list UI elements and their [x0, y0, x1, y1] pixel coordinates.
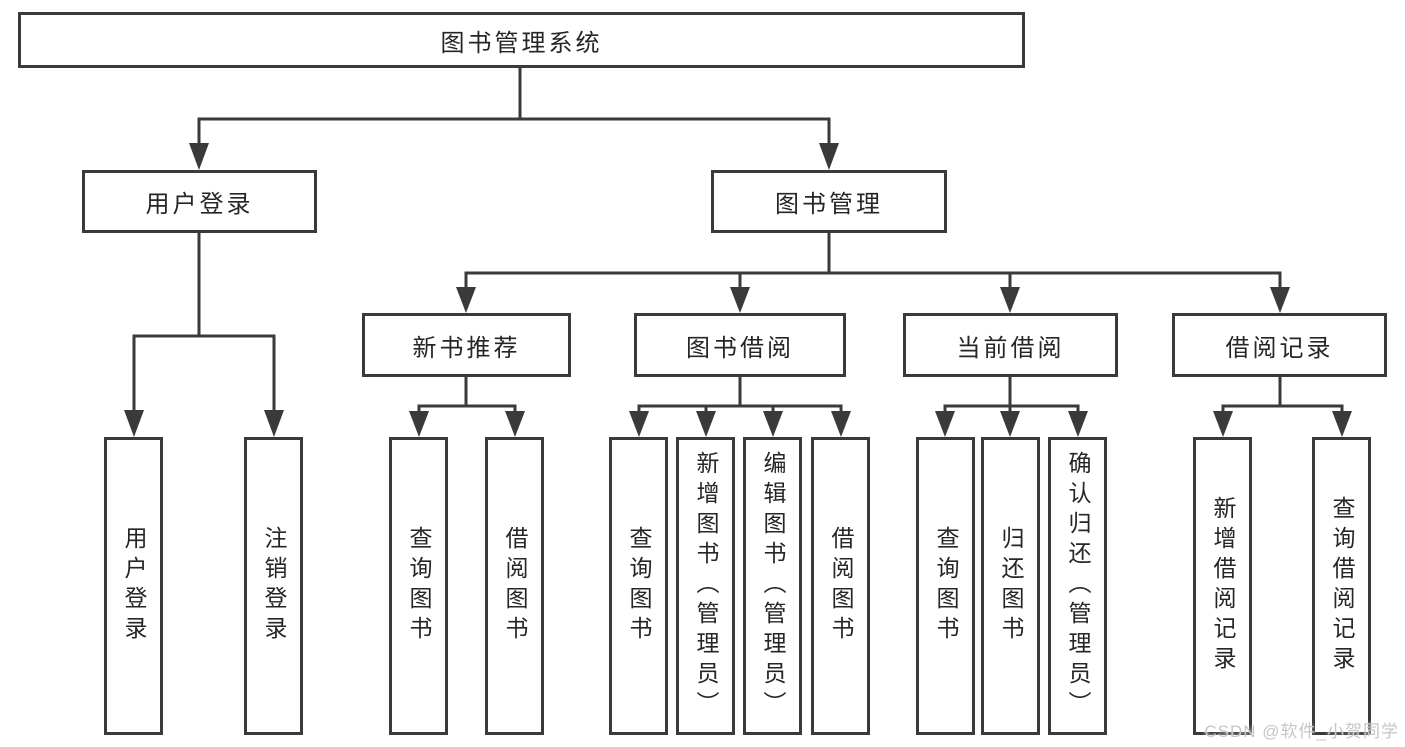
arrowhead-to-login-leaf [124, 410, 144, 437]
node-borrow-records: 借阅记录 [1172, 313, 1387, 377]
node-book-borrow: 图书借阅 [634, 313, 846, 377]
arrowhead-to-new-book-recommend [456, 287, 476, 313]
leaf-newrec-borrow-book: 借阅图书 [485, 437, 544, 735]
node-root-label: 图书管理系统 [440, 29, 603, 57]
node-book-management-label: 图书管理 [775, 191, 883, 218]
arrowhead-to-book-management [819, 143, 839, 170]
arrowhead-to-current-borrow [1000, 287, 1020, 313]
node-book-management: 图书管理 [711, 170, 947, 233]
node-new-book-recommend: 新书推荐 [362, 313, 571, 377]
leaf-user-login: 用户登录 [104, 437, 163, 735]
leaf-current-return-book: 归还图书 [981, 437, 1040, 735]
node-borrow-records-label: 借阅记录 [1225, 334, 1334, 362]
edges-borrow-records [1213, 374, 1352, 437]
edges-new-book-recommend [409, 374, 525, 437]
leaf-records-query-record: 查询借阅记录 [1312, 437, 1371, 735]
leaf-borrow-query-book: 查询图书 [609, 437, 668, 735]
leaf-newrec-query-book: 查询图书 [389, 437, 448, 735]
arrowhead-to-borrow-records [1270, 287, 1290, 313]
node-book-borrow-label: 图书借阅 [686, 334, 794, 362]
leaf-current-query-book: 查询图书 [916, 437, 975, 735]
node-current-borrow-label: 当前借阅 [956, 334, 1065, 362]
node-current-borrow: 当前借阅 [903, 313, 1118, 377]
arrowhead-to-book-borrow [730, 287, 750, 313]
leaf-current-confirm-return-admin: 确认归还（管理员） [1048, 437, 1107, 735]
leaf-logout-login: 注销登录 [244, 437, 303, 735]
node-new-book-recommend-label: 新书推荐 [412, 334, 521, 362]
edges-book-management [456, 231, 1290, 313]
arrowhead-to-user-login [189, 143, 209, 170]
node-user-login: 用户登录 [82, 170, 317, 233]
node-root-library-management-system: 图书管理系统 [18, 12, 1025, 68]
leaf-borrow-borrow-book: 借阅图书 [811, 437, 870, 735]
csdn-watermark: CSDN @软件_小贺同学 [1204, 722, 1399, 741]
arrowhead-to-logout-leaf [264, 410, 284, 437]
edges-user-login [124, 230, 284, 437]
leaf-borrow-edit-book-admin: 编辑图书（管理员） [743, 437, 802, 735]
edges-book-borrow [629, 374, 851, 437]
edges-root [189, 65, 839, 170]
leaf-records-add-record: 新增借阅记录 [1193, 437, 1252, 735]
edges-current-borrow [935, 374, 1088, 437]
node-user-login-label: 用户登录 [145, 191, 254, 218]
leaf-borrow-add-book-admin: 新增图书（管理员） [676, 437, 735, 735]
